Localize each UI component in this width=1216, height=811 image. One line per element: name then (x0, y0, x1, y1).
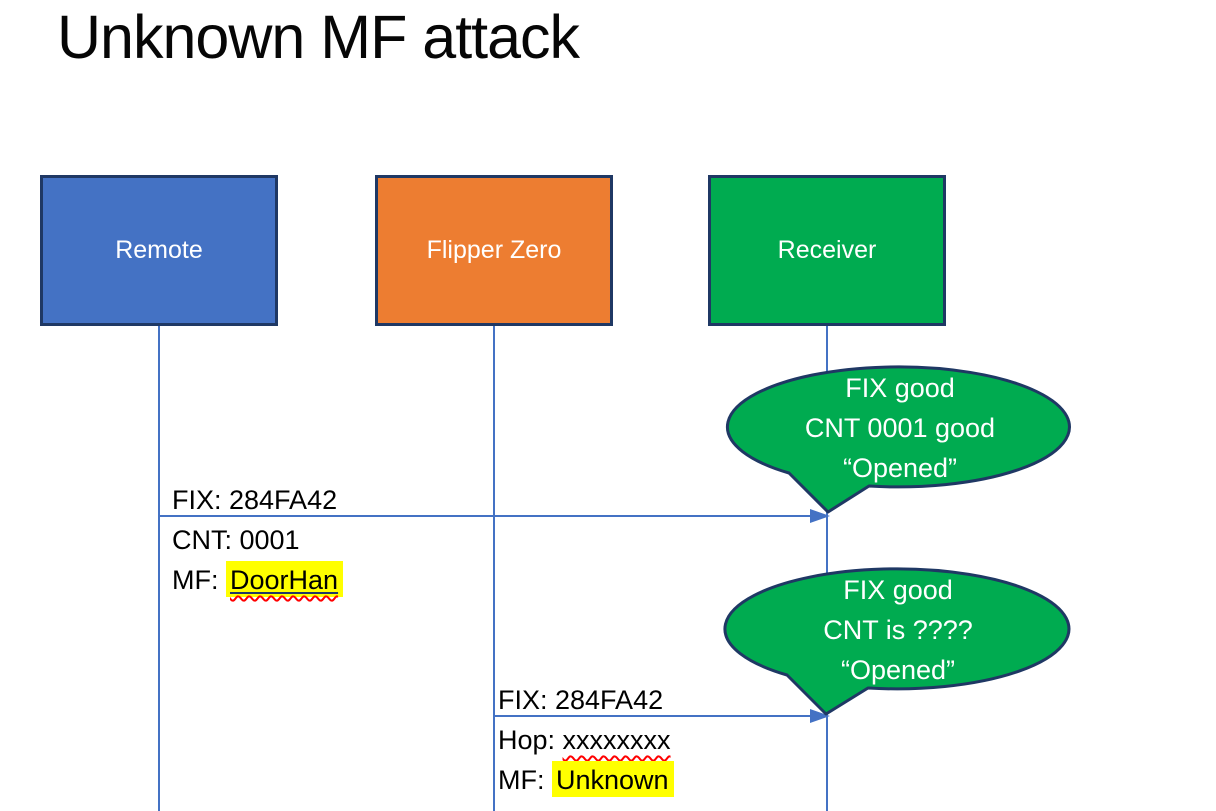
message-1-mf-underline: DoorHan (230, 565, 338, 595)
message-2-mf-highlight: Unknown (552, 761, 674, 797)
message-2-mf-label: MF: (498, 765, 552, 795)
message-1-mf-highlight: DoorHan (226, 561, 344, 597)
callout-2-text: FIX good CNT is ???? “Opened” (726, 570, 1070, 690)
message-2-fix: FIX: 284FA42 (498, 685, 664, 715)
actor-box-remote: Remote (40, 175, 278, 326)
message-1-fix: FIX: 284FA42 (172, 485, 338, 515)
actor-label-remote: Remote (115, 236, 203, 264)
callout-1-line-3: “Opened” (842, 453, 958, 483)
message-1-cnt: CNT: 0001 (172, 525, 300, 555)
callout-2-line-1: FIX good (843, 575, 953, 605)
actor-box-flipper-zero: Flipper Zero (375, 175, 613, 326)
lifeline-remote (158, 326, 160, 811)
arrowhead-right-icon (810, 709, 830, 723)
actor-label-receiver: Receiver (777, 236, 877, 264)
callout-1-line-1: FIX good (845, 373, 955, 403)
callout-2-line-3: “Opened” (840, 655, 956, 685)
arrowhead-right-icon (810, 509, 830, 523)
slide-title: Unknown MF attack (57, 3, 580, 71)
message-line-flipper-to-receiver (494, 715, 812, 717)
message-1-mf-label: MF: (172, 565, 226, 595)
callout-1-line-2: CNT 0001 good (804, 413, 996, 443)
callout-2-line-2: CNT is ???? (823, 615, 973, 645)
actor-label-flipper-zero: Flipper Zero (426, 236, 562, 264)
message-2-hop: Hop: xxxxxxxx (498, 720, 674, 760)
callout-1-text: FIX good CNT 0001 good “Opened” (728, 368, 1072, 488)
message-2-hop-value: xxxxxxxx (562, 725, 671, 755)
lifeline-flipper-zero (493, 326, 495, 811)
message-line-remote-to-receiver (160, 515, 812, 517)
message-2-labels: FIX: 284FA42 Hop: xxxxxxxx MF: Unknown (498, 680, 674, 800)
message-1-mf-value: DoorHan (230, 565, 339, 595)
message-1-labels: FIX: 284FA42 CNT: 0001 MF: DoorHan (172, 480, 344, 600)
message-2-mf-value: Unknown (556, 765, 669, 795)
message-1-mf: MF: DoorHan (172, 560, 344, 600)
message-2-hop-label: Hop: (498, 725, 563, 755)
actor-box-receiver: Receiver (708, 175, 946, 326)
message-2-mf: MF: Unknown (498, 760, 674, 800)
